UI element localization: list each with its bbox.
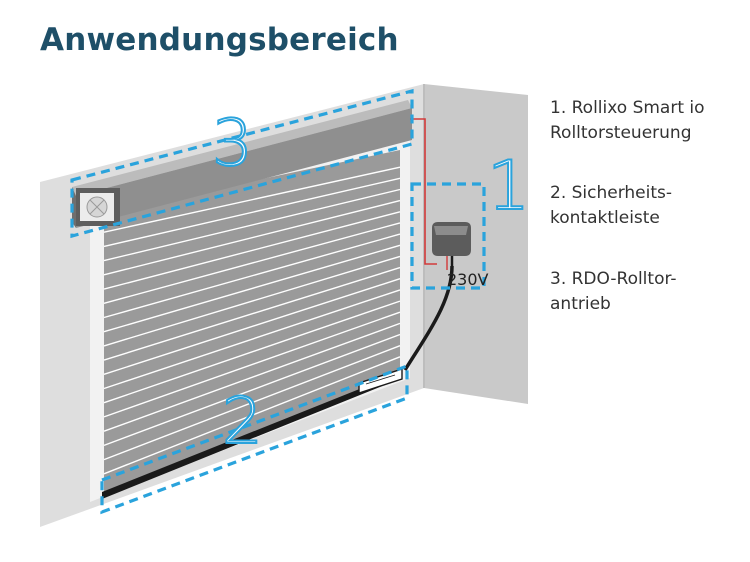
door-slat-line	[103, 255, 401, 347]
door-slat-line	[103, 300, 401, 404]
zone-2-outline	[100, 363, 409, 515]
zone-2-number: 2	[222, 385, 263, 459]
bottom-contact-strip	[102, 372, 402, 499]
legend-item-1: 1. Rollixo Smart io Rolltorsteuerung	[550, 96, 745, 146]
legend-item-1-line2: Rolltorsteuerung	[550, 123, 692, 143]
door-slat-line	[103, 166, 401, 233]
page-title: Anwendungsbereich	[40, 22, 399, 58]
door-slat-line	[103, 188, 401, 262]
door-slat-line	[103, 289, 401, 390]
door-slat-line	[103, 333, 401, 447]
legend-item-2: 2. Sicherheits- kontaktleiste	[550, 181, 745, 231]
legend-item-2-line1: 2. Sicherheits-	[550, 183, 673, 203]
side-wall	[424, 84, 528, 404]
voltage-label: 230V	[447, 270, 489, 289]
door-slat-line	[103, 266, 401, 361]
drive-housing	[72, 100, 412, 228]
legend-item-3-line1: 3. RDO-Rolltor-	[550, 269, 677, 289]
legend-item-2-line2: kontaktleiste	[550, 208, 660, 228]
zone-3-number: 3	[212, 107, 253, 181]
controller-box	[432, 222, 471, 266]
door-slat-line	[103, 222, 401, 304]
legend-item-3-line2: antrieb	[550, 294, 611, 314]
door-slat-line	[103, 233, 401, 319]
door-slat-line	[103, 211, 401, 290]
door-slat-line	[103, 322, 401, 432]
legend-item-3: 3. RDO-Rolltor- antrieb	[550, 267, 745, 317]
contact-cable	[403, 265, 454, 371]
zone-1-outline	[410, 182, 486, 290]
door-slat-line	[103, 356, 401, 475]
roller-door	[102, 150, 402, 499]
legend-item-1-line1: 1. Rollixo Smart io	[550, 98, 705, 118]
door-slat-line	[103, 244, 401, 333]
door-slat-line	[103, 345, 401, 461]
zone-1-number: 1	[487, 147, 530, 226]
control-wire	[410, 118, 437, 265]
door-slat-line	[103, 177, 401, 248]
door-slat-line	[103, 199, 401, 276]
door-slat-line	[103, 278, 401, 375]
door-slat-line	[103, 311, 401, 418]
